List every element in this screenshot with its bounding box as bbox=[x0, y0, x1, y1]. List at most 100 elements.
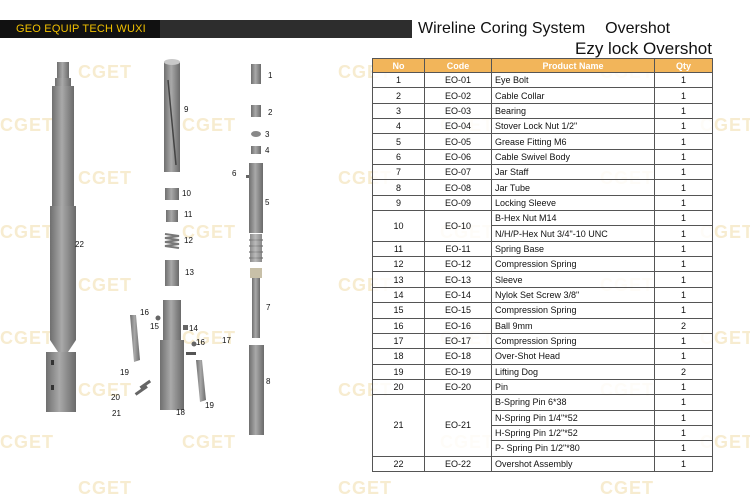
cell-qty: 2 bbox=[654, 317, 713, 334]
cell-no: 19 bbox=[372, 363, 425, 380]
callout-label: 9 bbox=[184, 105, 189, 114]
cell-code: EO-04 bbox=[424, 118, 492, 135]
spring-pin-part bbox=[134, 385, 148, 396]
watermark-text: CGET bbox=[78, 62, 133, 82]
cell-code: EO-13 bbox=[424, 271, 492, 288]
lifting-dog-right-part bbox=[196, 360, 206, 402]
callout-label: 5 bbox=[265, 198, 270, 207]
cell-product-name: Bearing bbox=[491, 102, 655, 120]
cell-no: 22 bbox=[372, 455, 425, 472]
swivel-thread-part bbox=[250, 234, 262, 262]
cell-no: 21 bbox=[372, 394, 425, 457]
cell-no: 18 bbox=[372, 348, 425, 365]
watermark-text: CGET bbox=[78, 168, 133, 188]
jar-staff-part bbox=[252, 268, 260, 338]
cell-qty: 1 bbox=[654, 194, 713, 212]
cell-no: 9 bbox=[372, 194, 425, 212]
callout-label: 19 bbox=[205, 401, 214, 410]
cell-no: 7 bbox=[372, 164, 425, 181]
cell-product-name: H-Spring Pin 1/2"*52 bbox=[491, 424, 655, 442]
callout-label: 4 bbox=[265, 146, 270, 155]
watermark-text: CGET bbox=[182, 432, 237, 452]
watermark-text: CGET bbox=[78, 478, 133, 498]
cell-qty: 1 bbox=[654, 378, 713, 396]
cell-product-name: Cable Swivel Body bbox=[491, 148, 655, 166]
cell-qty: 1 bbox=[654, 256, 713, 273]
cell-product-name: Sleeve bbox=[491, 271, 655, 288]
cell-code: EO-02 bbox=[424, 87, 492, 104]
callout-label: 10 bbox=[182, 189, 191, 198]
cell-no: 10 bbox=[372, 210, 425, 242]
cell-qty: 1 bbox=[654, 102, 713, 120]
cell-product-name: Compression Spring bbox=[491, 256, 655, 273]
cable-collar-part bbox=[251, 105, 261, 117]
header-code: Code bbox=[424, 58, 492, 73]
watermark-text: CGET bbox=[0, 115, 55, 135]
ball-part bbox=[155, 315, 161, 321]
callout-label: 19 bbox=[120, 368, 129, 377]
header-no: No bbox=[372, 58, 425, 73]
watermark-text: CGET bbox=[78, 275, 133, 295]
watermark-text: CGET bbox=[338, 478, 393, 498]
cell-no: 2 bbox=[372, 87, 425, 104]
cell-qty: 1 bbox=[654, 148, 713, 166]
jar-tube-part bbox=[249, 345, 264, 435]
cell-qty: 1 bbox=[654, 179, 713, 196]
cell-no: 13 bbox=[372, 271, 425, 288]
cell-product-name: Over-Shot Head bbox=[491, 348, 655, 365]
cell-code: EO-01 bbox=[424, 71, 492, 89]
cell-no: 1 bbox=[372, 71, 425, 89]
callout-label: 22 bbox=[75, 240, 84, 249]
cell-qty: 1 bbox=[654, 348, 713, 365]
cell-no: 17 bbox=[372, 332, 425, 350]
watermark-text: CGET bbox=[182, 115, 237, 135]
cell-code: EO-09 bbox=[424, 194, 492, 212]
cell-product-name: Pin bbox=[491, 378, 655, 396]
cell-code: EO-06 bbox=[424, 148, 492, 166]
cell-qty: 1 bbox=[654, 133, 713, 150]
cell-product-name: B-Hex Nut M14 bbox=[491, 210, 655, 227]
set-screw-part bbox=[183, 325, 188, 330]
cell-qty: 1 bbox=[654, 332, 713, 350]
eye-bolt-part bbox=[251, 64, 261, 84]
cell-no: 6 bbox=[372, 148, 425, 166]
cell-no: 15 bbox=[372, 302, 425, 319]
spring-base-part bbox=[166, 210, 178, 222]
callout-label: 20 bbox=[111, 393, 120, 402]
cell-qty: 1 bbox=[654, 271, 713, 288]
callout-label: 1 bbox=[268, 71, 273, 80]
callout-label: 14 bbox=[189, 324, 198, 333]
callout-label: 3 bbox=[265, 130, 270, 139]
cell-code: EO-20 bbox=[424, 378, 492, 396]
cell-qty: 1 bbox=[654, 71, 713, 89]
cell-code: EO-12 bbox=[424, 256, 492, 273]
overshot-head-lower bbox=[160, 340, 184, 410]
cell-no: 12 bbox=[372, 256, 425, 273]
company-name: GEO EQUIP TECH WUXI bbox=[0, 20, 160, 38]
watermark-text: CGET bbox=[700, 115, 750, 135]
cell-code: EO-05 bbox=[424, 133, 492, 150]
cell-qty: 1 bbox=[654, 302, 713, 319]
callout-label: 8 bbox=[266, 377, 271, 386]
cell-code: EO-11 bbox=[424, 240, 492, 258]
watermark-text: CGET bbox=[700, 328, 750, 348]
cell-product-name: Compression Spring bbox=[491, 302, 655, 319]
